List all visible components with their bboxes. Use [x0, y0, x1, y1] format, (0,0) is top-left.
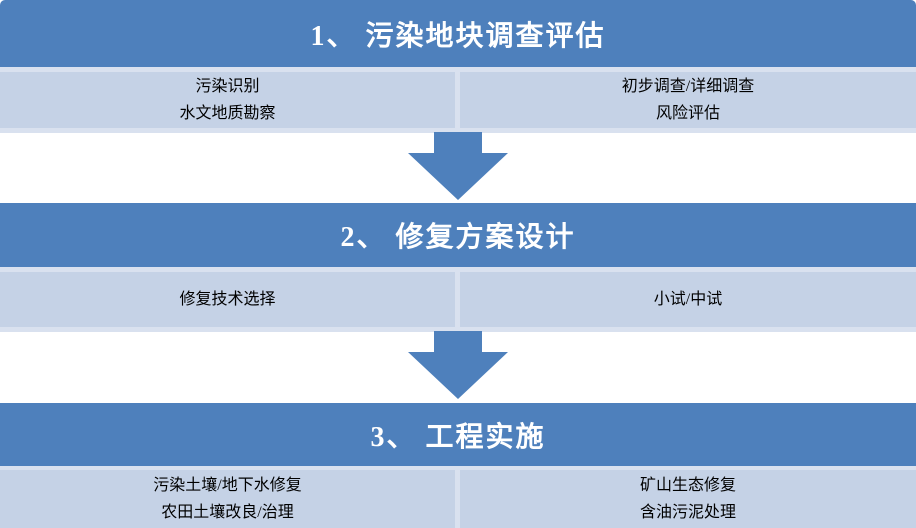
stage-3-right-item-2: 含油污泥处理 [639, 504, 736, 521]
stage-2-body: 修复技术选择 小试/中试 [0, 272, 916, 327]
horizontal-divider [0, 267, 916, 272]
down-arrow-icon [408, 331, 508, 399]
stage-1-left-item-1: 污染识别 [195, 78, 260, 95]
horizontal-divider [0, 466, 916, 470]
stage-1-left-item-2: 水文地质勘察 [179, 105, 276, 122]
stage-3-right-item-1: 矿山生态修复 [639, 477, 736, 494]
stage-3-right-cell: 矿山生态修复 含油污泥处理 [460, 470, 916, 528]
stage-1-title: 1、 污染地块调查评估 [310, 20, 606, 52]
stage-3: 3、 工程实施 污染土壤/地下水修复 农田土壤改良/治理 矿山生态修复 含油污泥… [0, 403, 916, 528]
stage-3-header: 3、 工程实施 [0, 403, 916, 466]
column-divider [455, 470, 460, 528]
stage-3-left-item-1: 污染土壤/地下水修复 [153, 477, 302, 494]
column-divider [455, 72, 460, 128]
flow-arrow-2 [0, 331, 916, 403]
stage-1: 1、 污染地块调查评估 污染识别 水文地质勘察 初步调查/详细调查 风险评估 [0, 0, 916, 133]
stage-2-header: 2、 修复方案设计 [0, 203, 916, 267]
stage-2: 2、 修复方案设计 修复技术选择 小试/中试 [0, 203, 916, 332]
stage-1-right-cell: 初步调查/详细调查 风险评估 [460, 72, 916, 128]
horizontal-divider [0, 327, 916, 332]
stage-1-header: 1、 污染地块调查评估 [0, 0, 916, 67]
stage-2-right-cell: 小试/中试 [460, 272, 916, 327]
column-divider [455, 272, 460, 327]
stage-1-right-item-1: 初步调查/详细调查 [621, 78, 755, 95]
horizontal-divider [0, 67, 916, 72]
down-arrow-icon [408, 132, 508, 200]
stage-2-left-item-1: 修复技术选择 [179, 291, 276, 308]
stage-2-right-item-1: 小试/中试 [653, 291, 723, 308]
stage-1-right-item-2: 风险评估 [655, 105, 720, 122]
stage-3-body: 污染土壤/地下水修复 农田土壤改良/治理 矿山生态修复 含油污泥处理 [0, 470, 916, 528]
horizontal-divider [0, 128, 916, 133]
stage-3-title: 3、 工程实施 [370, 421, 546, 453]
stage-2-title: 2、 修复方案设计 [340, 222, 576, 253]
stage-3-left-cell: 污染土壤/地下水修复 农田土壤改良/治理 [0, 470, 455, 528]
stage-1-left-cell: 污染识别 水文地质勘察 [0, 72, 455, 128]
flow-arrow-1 [0, 132, 916, 203]
stage-2-left-cell: 修复技术选择 [0, 272, 455, 327]
stage-3-left-item-2: 农田土壤改良/治理 [161, 504, 294, 521]
stage-1-body: 污染识别 水文地质勘察 初步调查/详细调查 风险评估 [0, 72, 916, 128]
